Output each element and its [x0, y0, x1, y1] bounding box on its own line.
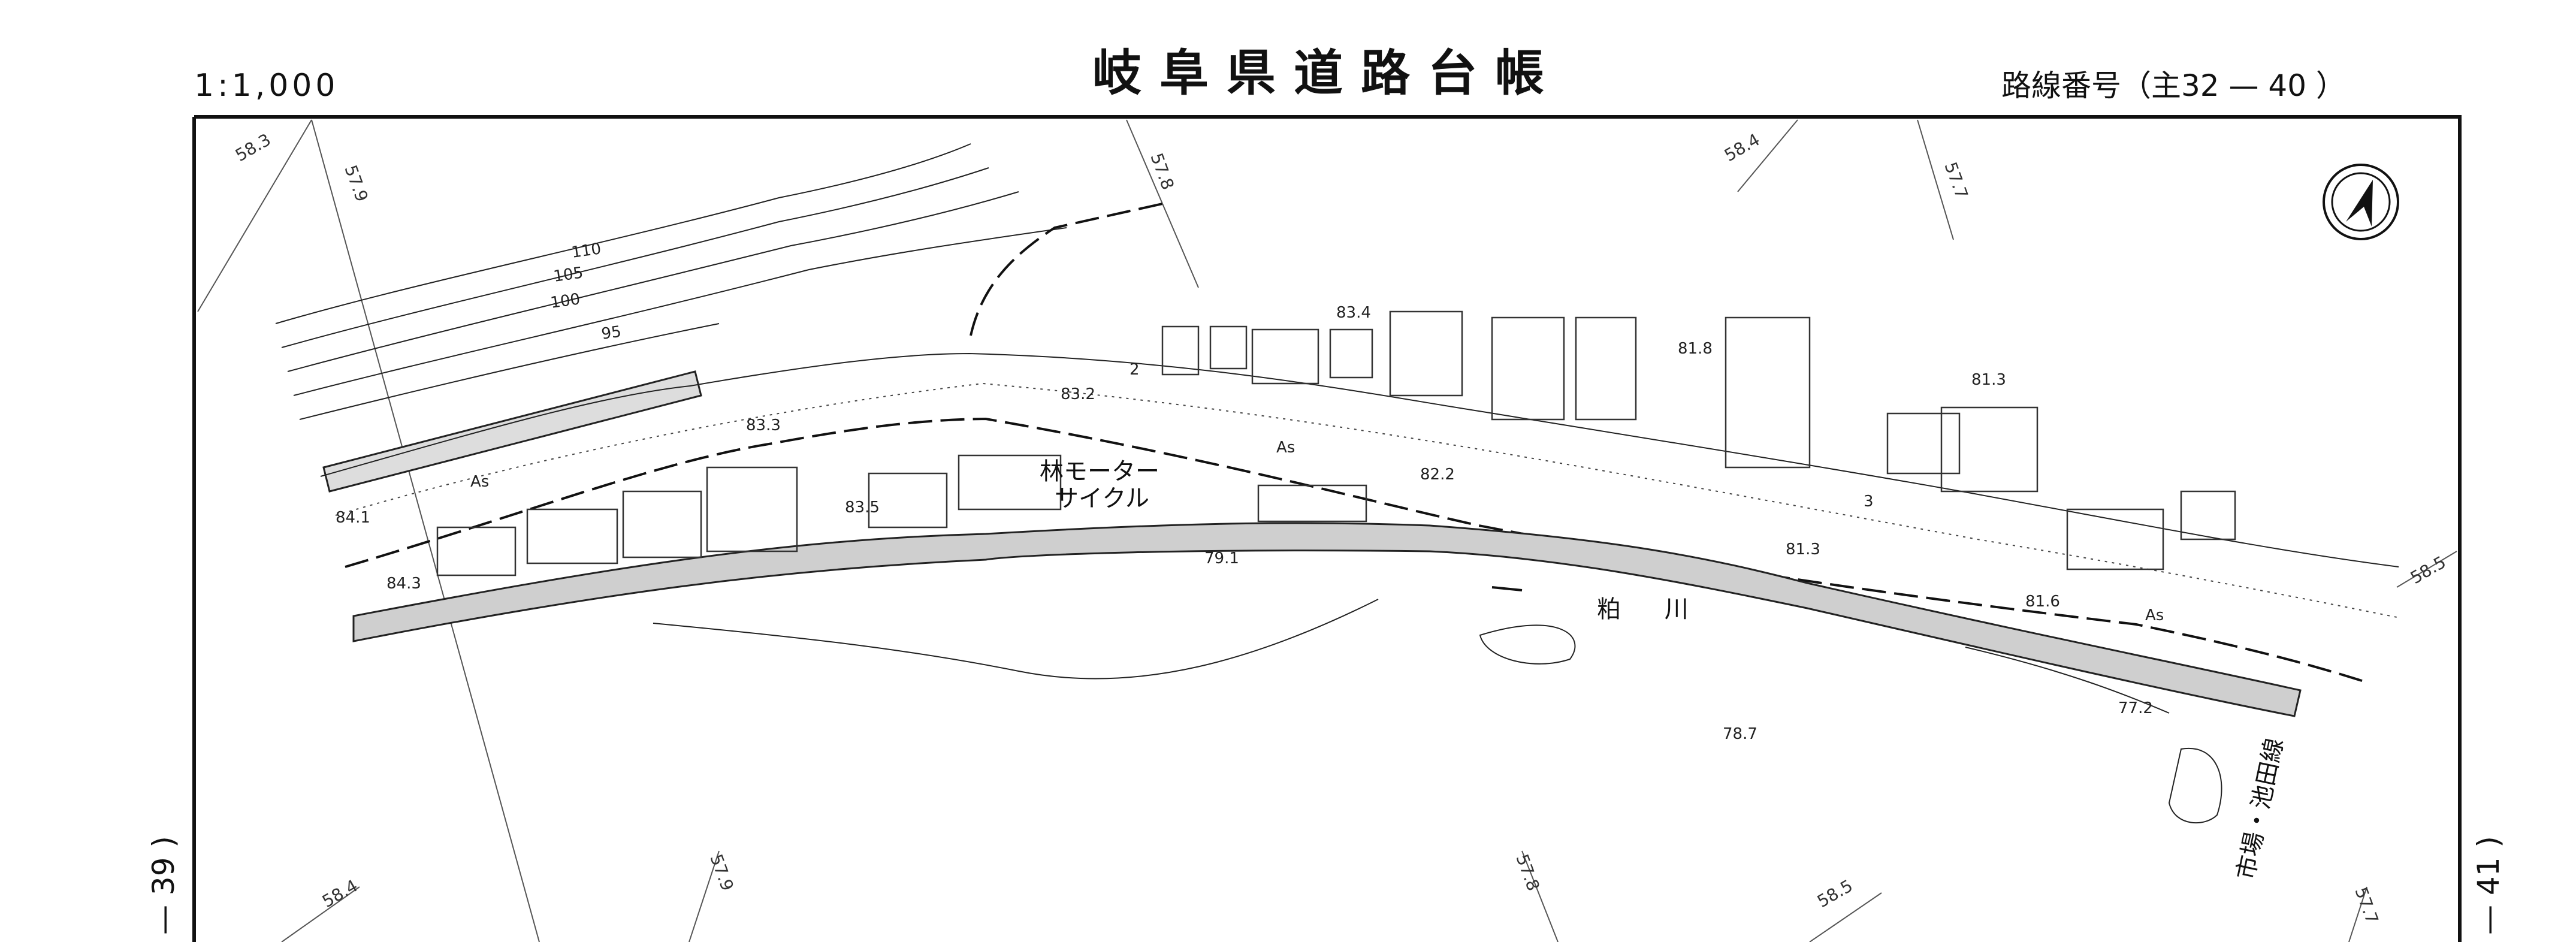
contour-label: 105 [552, 264, 584, 286]
grid-mark: 57.8 [1512, 852, 1543, 893]
spot-height: 82.2 [1420, 466, 1455, 484]
lot-number: 2 [1130, 361, 1140, 379]
lot-number: 3 [1864, 493, 1874, 511]
grid-mark: 57.7 [1940, 159, 1971, 201]
road-boundary-dashed [345, 417, 2366, 683]
contour-label: 100 [549, 290, 581, 312]
road-name: 市場・池田線 [2232, 736, 2289, 882]
road-edge-upper [320, 352, 2399, 567]
grid-mark: 58.3 [232, 129, 274, 165]
scale-label: 1:1,000 [194, 68, 339, 104]
route-number: 路線番号（主32 — 40 ） [2001, 68, 2346, 103]
river-bank-revetment [352, 522, 2302, 717]
buildings [436, 310, 2236, 576]
spot-height: 83.2 [1061, 385, 1095, 403]
adjacent-sheet-right: — 41 ) [2471, 836, 2506, 935]
grid-mark: 57.9 [340, 162, 372, 204]
adjacent-sheet-left: — 39 ) [146, 836, 181, 935]
sandbar [2168, 747, 2222, 823]
spot-height: 81.6 [2025, 593, 2060, 611]
retaining-wall-mesh [322, 370, 702, 493]
pavement-label: As [2145, 606, 2164, 624]
spot-height: 79.1 [1204, 550, 1239, 567]
road-centerline [335, 382, 2397, 618]
river-name: 粕 川 [1597, 596, 1707, 623]
business-name-line2: サイクル [1055, 485, 1149, 512]
business-name-line1: 林モーター [1040, 458, 1159, 485]
spot-height: 84.3 [386, 575, 421, 593]
map-frame [192, 115, 2462, 942]
hill-boundary [970, 203, 1163, 336]
sandbar [1965, 647, 2170, 714]
spot-height: 83.5 [845, 499, 880, 517]
grid-mark: 58.4 [319, 875, 361, 911]
flow-arrow-icon [1491, 586, 1523, 591]
spot-height: 81.3 [1971, 371, 2006, 389]
grid-mark: 58.5 [2407, 552, 2449, 588]
spot-height: 81.8 [1678, 340, 1713, 358]
page-title: 岐阜県道路台帳 [1092, 45, 1562, 102]
spot-height: 81.3 [1786, 541, 1820, 558]
contour-lines [275, 143, 1067, 420]
grid-mark: 57.8 [1146, 150, 1177, 192]
contour-label: 95 [600, 323, 623, 343]
grid-lines [197, 119, 2457, 942]
grid-mark: 58.5 [1814, 875, 1856, 911]
grid-mark: 57.9 [706, 852, 737, 893]
grid-mark: 58.4 [1721, 129, 1763, 165]
contour-label: 110 [570, 240, 602, 262]
north-arrow-icon [2323, 164, 2399, 240]
spot-height: 78.7 [1723, 725, 1757, 743]
sandbar [1479, 624, 1576, 665]
spot-height: 83.3 [746, 416, 781, 434]
spot-height: 77.2 [2118, 699, 2153, 717]
pavement-label: As [470, 473, 489, 491]
spot-height: 83.4 [1336, 304, 1371, 322]
sandbar [653, 599, 1379, 680]
pavement-label: As [1276, 439, 1295, 457]
spot-height: 84.1 [336, 509, 370, 527]
